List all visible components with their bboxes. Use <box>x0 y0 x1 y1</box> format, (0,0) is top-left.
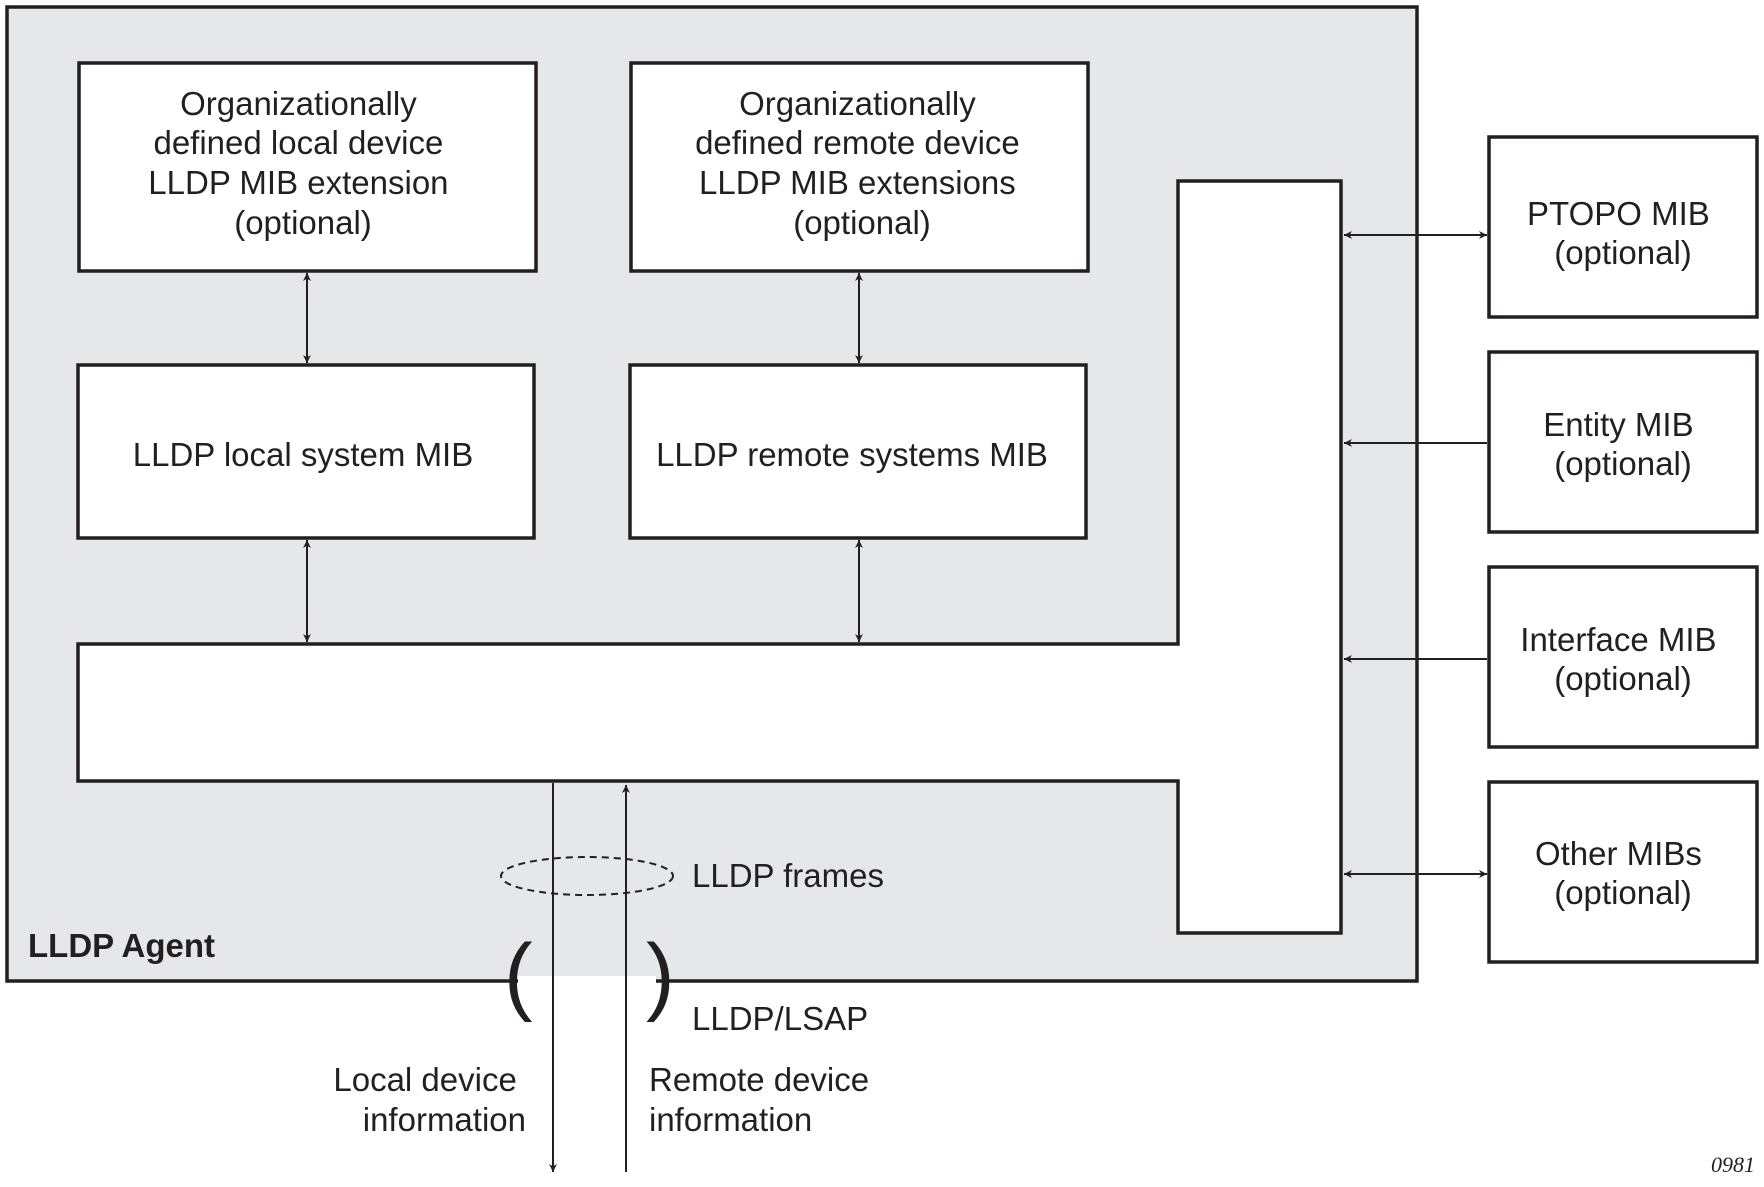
lsap-right-paren: ) <box>646 927 675 1023</box>
local-info-label: Local device information <box>333 1061 526 1138</box>
interface-mib-label: Interface MIB (optional) <box>1520 621 1725 697</box>
entity-mib-box <box>1487 350 1759 534</box>
local-system-mib-box <box>76 363 536 540</box>
ptopo-mib-box <box>1487 135 1759 319</box>
t-shaped-bus <box>76 179 1343 935</box>
agent-title: LLDP Agent <box>28 927 215 964</box>
figure-code: 0981 <box>1711 1152 1755 1177</box>
remote-info-label: Remote device information <box>649 1061 878 1138</box>
org-local-extension-label: Organizationally defined local device LL… <box>148 85 457 241</box>
org-local-extension-box <box>77 61 538 273</box>
other-mibs-box <box>1487 780 1759 964</box>
lsap-opening <box>518 976 656 986</box>
local-system-mib-label: LLDP local system MIB <box>133 436 474 473</box>
other-mibs-label: Other MIBs (optional) <box>1535 835 1711 911</box>
entity-mib-label: Entity MIB (optional) <box>1543 406 1703 482</box>
remote-systems-mib-label: LLDP remote systems MIB <box>656 436 1048 473</box>
org-remote-extension-box <box>629 61 1090 273</box>
ptopo-mib-label: PTOPO MIB (optional) <box>1527 195 1719 271</box>
lldp-frames-label: LLDP frames <box>692 857 884 894</box>
lsap-left-paren: ( <box>504 927 533 1023</box>
interface-mib-box <box>1487 565 1759 749</box>
org-remote-extension-label: Organizationally defined remote device L… <box>695 85 1029 241</box>
lsap-label: LLDP/LSAP <box>692 1000 868 1037</box>
lldp-frames-ellipse <box>500 856 674 896</box>
remote-systems-mib-box <box>628 363 1088 540</box>
